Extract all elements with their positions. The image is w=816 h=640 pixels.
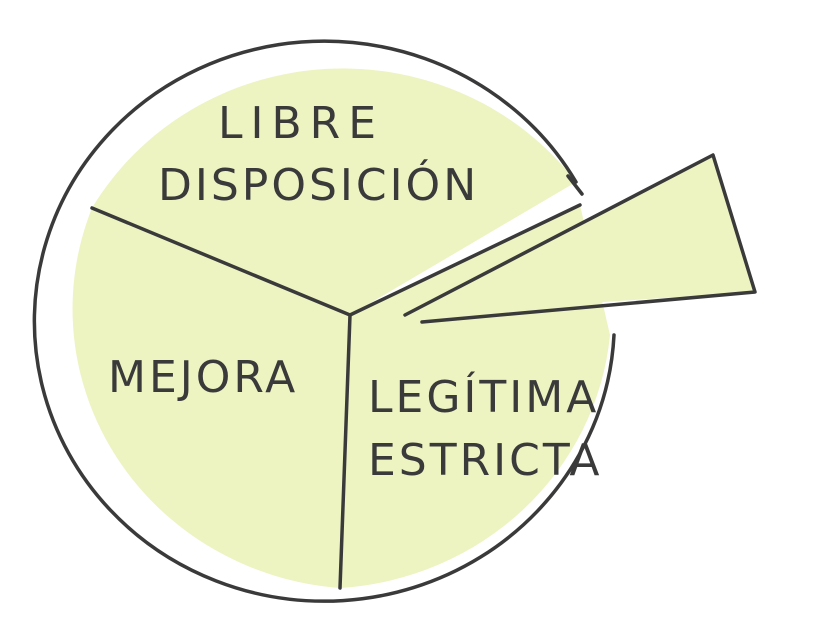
mejora-slice (72, 208, 351, 588)
pie-circle-outline (32, 39, 616, 603)
detached-wedge (405, 155, 755, 315)
detached-wedge-outline (403, 153, 757, 324)
label-estricta: ESTRICTA (368, 435, 602, 486)
divider-bottom (338, 313, 352, 590)
divider-left (90, 206, 352, 317)
label-disposicion: DISPOSICIÓN (158, 158, 479, 211)
libre-disposicion-slice (92, 68, 576, 315)
arc-end-tick (566, 174, 584, 196)
label-legitima: LEGÍTIMA (368, 370, 599, 423)
divider-right (348, 203, 582, 317)
label-mejora: MEJORA (108, 352, 298, 403)
label-libre: LIBRE (218, 98, 384, 149)
